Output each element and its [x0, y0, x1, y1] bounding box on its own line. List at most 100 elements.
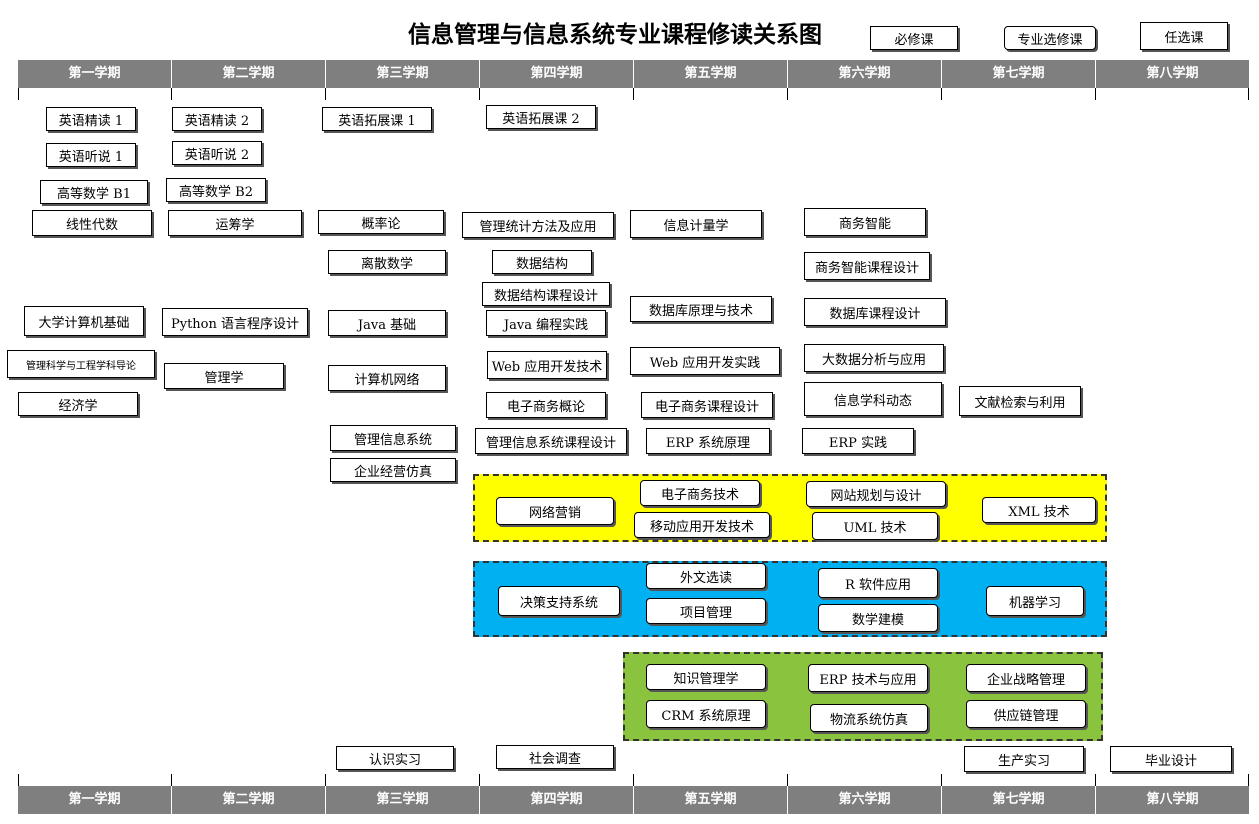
course-box: 知识管理学 — [646, 664, 766, 690]
column-tick — [479, 774, 480, 786]
course-box: 电子商务课程设计 — [641, 392, 773, 418]
semester-label: 第一学期 — [68, 792, 121, 807]
semester-label: 第四学期 — [479, 786, 633, 814]
semester-label: 第五学期 — [633, 786, 787, 814]
legend-required: 必修课 — [870, 26, 958, 50]
column-tick — [633, 88, 634, 100]
diagram-title: 信息管理与信息系统专业课程修读关系图 — [408, 22, 822, 48]
semester-label: 第三学期 — [325, 786, 479, 814]
course-box: 高等数学 B1 — [40, 180, 148, 204]
course-box: CRM 系统原理 — [646, 700, 766, 728]
course-box: Java 基础 — [328, 310, 446, 336]
course-box: 网站规划与设计 — [806, 481, 946, 507]
course-box: 企业经营仿真 — [330, 458, 456, 482]
course-box: 英语听说 2 — [172, 141, 262, 165]
column-tick — [171, 88, 172, 100]
course-box: ERP 实践 — [802, 428, 914, 454]
course-box: 英语拓展课 1 — [322, 107, 432, 131]
course-box: ERP 系统原理 — [646, 428, 770, 454]
course-box: ERP 技术与应用 — [808, 664, 928, 692]
column-tick — [941, 774, 942, 786]
semester-label: 第八学期 — [1095, 786, 1249, 814]
course-box: 网络营销 — [496, 497, 614, 525]
course-box: 管理信息系统 — [330, 425, 456, 451]
semester-label: 第六学期 — [787, 786, 941, 814]
course-box: 信息计量学 — [630, 210, 762, 238]
semester-label: 第三学期 — [325, 60, 479, 88]
course-box: 英语精读 1 — [46, 107, 136, 131]
course-box: 决策支持系统 — [498, 586, 620, 616]
semester-label: 第一学期 — [68, 66, 121, 81]
course-box: Java 编程实践 — [486, 310, 606, 336]
semester-header-bottom: 第一学期 第二学期 第三学期 第四学期 第五学期 第六学期 第七学期 第八学期 — [18, 786, 1249, 814]
course-box: 高等数学 B2 — [166, 178, 266, 202]
column-tick — [325, 88, 326, 100]
course-box: UML 技术 — [812, 512, 938, 540]
column-tick — [325, 774, 326, 786]
column-tick — [18, 774, 19, 786]
course-box: 大学计算机基础 — [24, 306, 144, 336]
course-box: Web 应用开发实践 — [630, 347, 780, 375]
course-box: 文献检索与利用 — [959, 386, 1081, 416]
course-box: 商务智能课程设计 — [804, 252, 930, 280]
column-tick — [1095, 774, 1096, 786]
course-box: 数学建模 — [818, 604, 938, 632]
course-box: 概率论 — [318, 210, 444, 234]
semester-label: 第八学期 — [1095, 60, 1249, 88]
course-box: 项目管理 — [646, 598, 766, 624]
column-tick — [787, 774, 788, 786]
course-box: 毕业设计 — [1110, 746, 1232, 772]
course-box: 数据库原理与技术 — [630, 296, 772, 322]
course-box: Web 应用开发技术 — [487, 351, 607, 379]
column-tick — [479, 88, 480, 100]
semester-header-top: 第一学期 第二学期 第三学期 第四学期 第五学期 第六学期 第七学期 第八学期 — [18, 60, 1249, 88]
semester-label: 第六学期 — [787, 60, 941, 88]
semester-label: 第五学期 — [633, 60, 787, 88]
course-box: 物流系统仿真 — [810, 704, 928, 732]
course-box: 计算机网络 — [328, 365, 446, 391]
course-box: 移动应用开发技术 — [634, 512, 770, 538]
course-box: 电子商务技术 — [640, 480, 760, 506]
course-box: 信息学科动态 — [804, 382, 942, 416]
course-box: 电子商务概论 — [486, 392, 606, 418]
column-tick — [1248, 774, 1249, 786]
course-box: R 软件应用 — [818, 568, 938, 598]
semester-label: 第七学期 — [941, 60, 1095, 88]
course-box: 认识实习 — [336, 746, 454, 770]
course-box: 线性代数 — [32, 210, 152, 236]
course-box: 英语精读 2 — [172, 107, 262, 131]
column-tick — [1095, 88, 1096, 100]
course-box: 英语拓展课 2 — [486, 105, 596, 129]
legend-optional: 任选课 — [1140, 22, 1228, 50]
course-box: 管理科学与工程学科导论 — [7, 350, 155, 378]
column-tick — [18, 88, 19, 100]
semester-label: 第二学期 — [171, 60, 325, 88]
course-box: 社会调查 — [496, 745, 614, 769]
semester-label: 第七学期 — [941, 786, 1095, 814]
course-box: 数据库课程设计 — [804, 298, 946, 326]
course-box: 数据结构课程设计 — [482, 282, 610, 306]
course-box: 管理学 — [164, 363, 284, 389]
column-tick — [941, 88, 942, 100]
course-box: 大数据分析与应用 — [804, 344, 944, 372]
semester-label: 第二学期 — [171, 786, 325, 814]
course-box: 供应链管理 — [966, 700, 1086, 728]
semester-label: 第四学期 — [479, 60, 633, 88]
course-box: XML 技术 — [982, 497, 1096, 523]
legend-major-elective: 专业选修课 — [1004, 26, 1096, 50]
course-box: 生产实习 — [964, 746, 1084, 772]
course-box: 管理统计方法及应用 — [462, 212, 614, 238]
column-tick — [633, 774, 634, 786]
course-box: 离散数学 — [328, 250, 446, 274]
course-box: 企业战略管理 — [966, 664, 1086, 692]
course-box: 机器学习 — [986, 586, 1084, 616]
course-box: 运筹学 — [168, 210, 302, 236]
course-box: 经济学 — [18, 392, 138, 416]
column-tick — [171, 774, 172, 786]
column-tick — [787, 88, 788, 100]
course-box: 外文选读 — [646, 563, 766, 589]
course-box: 数据结构 — [492, 250, 592, 274]
course-box: 商务智能 — [804, 208, 926, 236]
course-box: 英语听说 1 — [46, 143, 136, 167]
course-box: Python 语言程序设计 — [162, 308, 308, 336]
